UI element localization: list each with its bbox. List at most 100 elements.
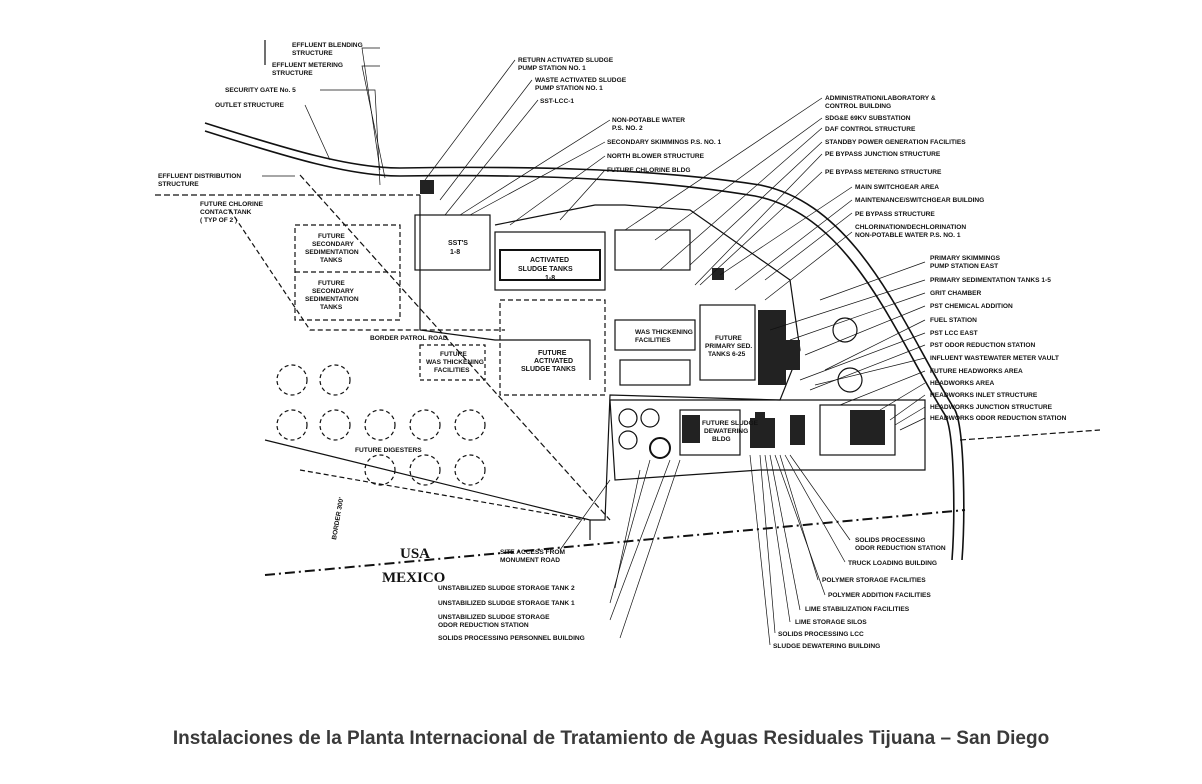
label-solids-lcc: SOLIDS PROCESSING LCC [778,631,864,638]
label-future-dewatering-2: DEWATERING [704,428,748,435]
label-chlorination-2: NON-POTABLE WATER P.S. NO. 1 [855,232,961,239]
label-border-note: BORDER 300' [331,496,345,540]
label-pst-odor: PST ODOR REDUCTION STATION [930,342,1035,349]
label-effluent-distribution-2: STRUCTURE [158,181,199,188]
label-pe-bypass-junction: PE BYPASS JUNCTION STRUCTURE [825,151,941,158]
label-secondary-skimmings: SECONDARY SKIMMINGS P.S. NO. 1 [607,139,722,146]
label-future-chlorine-tank-3: ( TYP OF 2 ) [200,217,237,224]
label-unstab-odor: UNSTABILIZED SLUDGE STORAGE [438,614,550,621]
label-future-sec-sed-2c: SEDIMENTATION [305,296,359,303]
label-future-sec-sed-1d: TANKS [320,257,343,264]
label-effluent-metering-2: STRUCTURE [272,70,313,77]
label-future-ast: FUTURE [538,350,567,357]
label-ssts-2: 1-8 [450,249,460,256]
label-primary-skimmings: PRIMARY SKIMMINGS [930,255,1001,262]
label-future-dewatering-3: BLDG [712,436,731,443]
label-sst-lcc: SST-LCC-1 [540,98,574,105]
label-ras-ps1: RETURN ACTIVATED SLUDGE [518,57,614,64]
dark-structures [420,180,885,448]
label-future-ast-3: SLUDGE TANKS [521,366,576,373]
label-future-digesters: FUTURE DIGESTERS [355,447,422,454]
structure-labels: EFFLUENT BLENDING STRUCTURE EFFLUENT MET… [158,42,1067,650]
label-future-sec-sed-1: FUTURE [318,233,345,240]
label-was-thickening: WAS THICKENING [635,329,693,336]
label-solids-odor-2: ODOR REDUCTION STATION [855,545,946,552]
label-future-sec-sed-1b: SECONDARY [312,241,354,248]
label-future-primary: FUTURE [715,335,742,342]
label-usa: USA [400,546,430,562]
label-future-sec-sed-1c: SEDIMENTATION [305,249,359,256]
label-sdge: SDG&E 69KV SUBSTATION [825,115,911,122]
label-solids-odor: SOLIDS PROCESSING [855,537,925,544]
label-effluent-blending-2: STRUCTURE [292,50,333,57]
label-north-blower: NORTH BLOWER STRUCTURE [607,153,705,160]
label-pe-bypass: PE BYPASS STRUCTURE [855,211,935,218]
label-primary-skimmings-2: PUMP STATION EAST [930,263,998,270]
label-future-sec-sed-2: FUTURE [318,280,345,287]
label-chlorination: CHLORINATION/DECHLORINATION [855,224,966,231]
label-security-gate: SECURITY GATE No. 5 [225,87,296,94]
label-ssts: SST'S [448,240,468,247]
label-solids-personnel: SOLIDS PROCESSING PERSONNEL BUILDING [438,635,585,642]
label-ras-ps1-2: PUMP STATION NO. 1 [518,65,586,72]
label-future-primary-2: PRIMARY SED. [705,343,752,350]
label-polymer-storage: POLYMER STORAGE FACILITIES [822,577,926,584]
label-headworks-area: HEADWORKS AREA [930,380,994,387]
label-pe-bypass-metering: PE BYPASS METERING STRUCTURE [825,169,942,176]
label-effluent-blending: EFFLUENT BLENDING [292,42,363,49]
label-influent-meter: INFLUENT WASTEWATER METER VAULT [930,355,1059,362]
label-was-ps1-2: PUMP STATION NO. 1 [535,85,603,92]
figure-caption: Instalaciones de la Planta Internacional… [172,728,1050,749]
label-effluent-distribution: EFFLUENT DISTRIBUTION [158,173,241,180]
future-digesters [276,364,486,486]
label-activated-tanks-3: 1-8 [545,275,555,282]
label-admin-lab: ADMINISTRATION/LABORATORY & [825,95,936,102]
label-future-was-2: WAS THICKENING [426,359,484,366]
label-activated-tanks-2: SLUDGE TANKS [518,266,573,273]
label-future-was: FUTURE [440,351,467,358]
label-non-potable-ps2: NON-POTABLE WATER [612,117,685,124]
label-site-access: SITE ACCESS FROM [500,549,565,556]
label-primary-sed: PRIMARY SEDIMENTATION TANKS 1-5 [930,277,1051,284]
label-sludge-dewatering: SLUDGE DEWATERING BUILDING [773,643,880,650]
label-polymer-addition: POLYMER ADDITION FACILITIES [828,592,931,599]
label-maint-switchgear: MAINTENANCE/SWITCHGEAR BUILDING [855,197,984,204]
label-lime-silos: LIME STORAGE SILOS [795,619,867,626]
label-was-thickening-2: FACILITIES [635,337,671,344]
site-linework [155,40,1101,576]
label-daf: DAF CONTROL STRUCTURE [825,126,916,133]
label-main-switchgear: MAIN SWITCHGEAR AREA [855,184,939,191]
label-future-ast-2: ACTIVATED [534,358,573,365]
label-effluent-metering: EFFLUENT METERING [272,62,343,69]
label-unstab-tank2: UNSTABILIZED SLUDGE STORAGE TANK 2 [438,585,575,592]
label-site-access-2: MONUMENT ROAD [500,557,560,564]
label-mexico: MEXICO [382,570,445,586]
label-truck-loading: TRUCK LOADING BUILDING [848,560,937,567]
label-lime-stab: LIME STABILIZATION FACILITIES [805,606,910,613]
label-activated-tanks: ACTIVATED [530,257,569,264]
site-plan-drawing: EFFLUENT BLENDING STRUCTURE EFFLUENT MET… [155,40,1101,650]
label-future-chlorine-tank: FUTURE CHLORINE [200,201,264,208]
label-unstab-tank1: UNSTABILIZED SLUDGE STORAGE TANK 1 [438,600,575,607]
label-future-chlorine-bldg: FUTURE CHLORINE BLDG [607,167,691,174]
label-outlet-structure: OUTLET STRUCTURE [215,102,284,109]
label-headworks-inlet: HEADWORKS INLET STRUCTURE [930,392,1038,399]
label-future-dewatering: FUTURE SLUDGE [702,420,759,427]
label-unstab-odor-2: ODOR REDUCTION STATION [438,622,529,629]
label-pst-chem: PST CHEMICAL ADDITION [930,303,1013,310]
label-future-sec-sed-2b: SECONDARY [312,288,354,295]
label-grit: GRIT CHAMBER [930,290,982,297]
label-headworks-junction: HEADWORKS JUNCTION STRUCTURE [930,404,1053,411]
leader-lines [262,47,926,646]
label-was-ps1: WASTE ACTIVATED SLUDGE [535,77,627,84]
label-future-primary-3: TANKS 6-25 [708,351,746,358]
label-admin-lab-2: CONTROL BUILDING [825,103,891,110]
label-future-was-3: FACILITIES [434,367,470,374]
label-non-potable-ps2-2: P.S. NO. 2 [612,125,643,132]
label-headworks-odor: HEADWORKS ODOR REDUCTION STATION [930,415,1067,422]
label-future-sec-sed-2d: TANKS [320,304,343,311]
label-border-road: BORDER PATROL ROAD [370,335,448,342]
label-standby-power: STANDBY POWER GENERATION FACILITIES [825,139,966,146]
label-pst-lcc: PST LCC EAST [930,330,978,337]
label-future-headworks: FUTURE HEADWORKS AREA [930,368,1023,375]
